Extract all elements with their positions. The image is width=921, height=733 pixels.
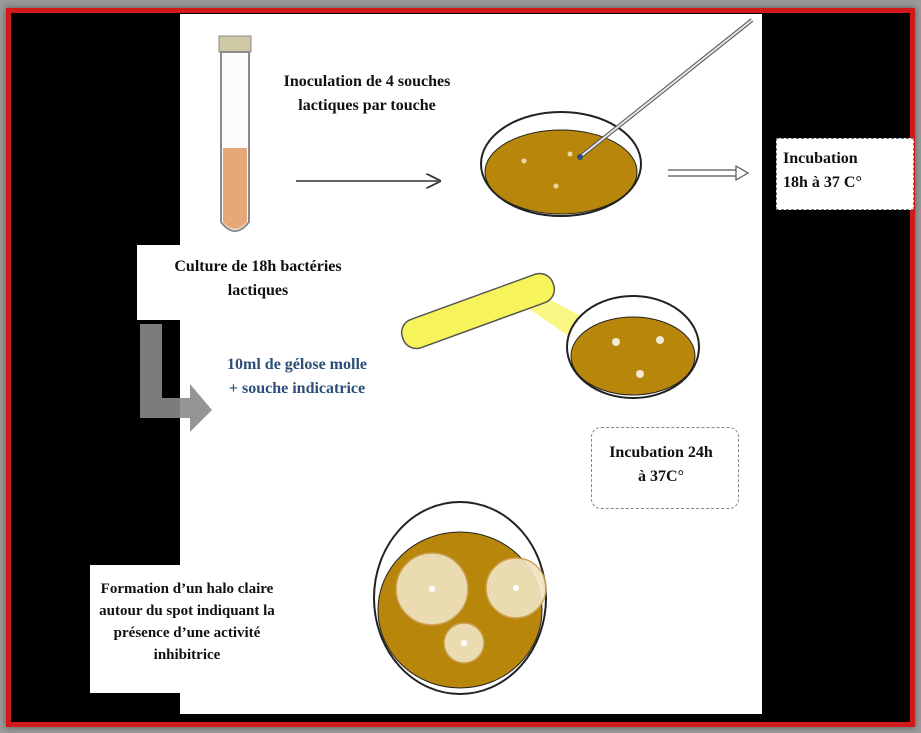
incubation-2-box: Incubation 24h à 37C°: [591, 427, 739, 509]
culture-tube-icon: [219, 36, 251, 231]
gray-elbow-arrow-icon: [140, 324, 212, 432]
petri-dish-inoculation-icon: [481, 20, 752, 216]
petri-dish-soft-agar-icon: [398, 270, 699, 398]
culture-label: Culture de 18h bactéries lactiques: [148, 255, 368, 303]
petri-dish-halo-result-icon: [374, 502, 546, 694]
inoculation-label: Inoculation de 4 souches lactiques par t…: [282, 70, 452, 118]
arrow-to-incubation-1: [668, 166, 748, 180]
incubation-1-label: Incubation 18h à 37 C°: [783, 147, 883, 195]
incubation-2-label: Incubation 24h à 37C°: [606, 441, 716, 489]
gelose-label: 10ml de gélose molle + souche indicatric…: [222, 353, 372, 401]
halo-label: Formation d’un halo claire autour du spo…: [92, 578, 282, 666]
incubation-1-box: Incubation 18h à 37 C°: [776, 138, 914, 210]
